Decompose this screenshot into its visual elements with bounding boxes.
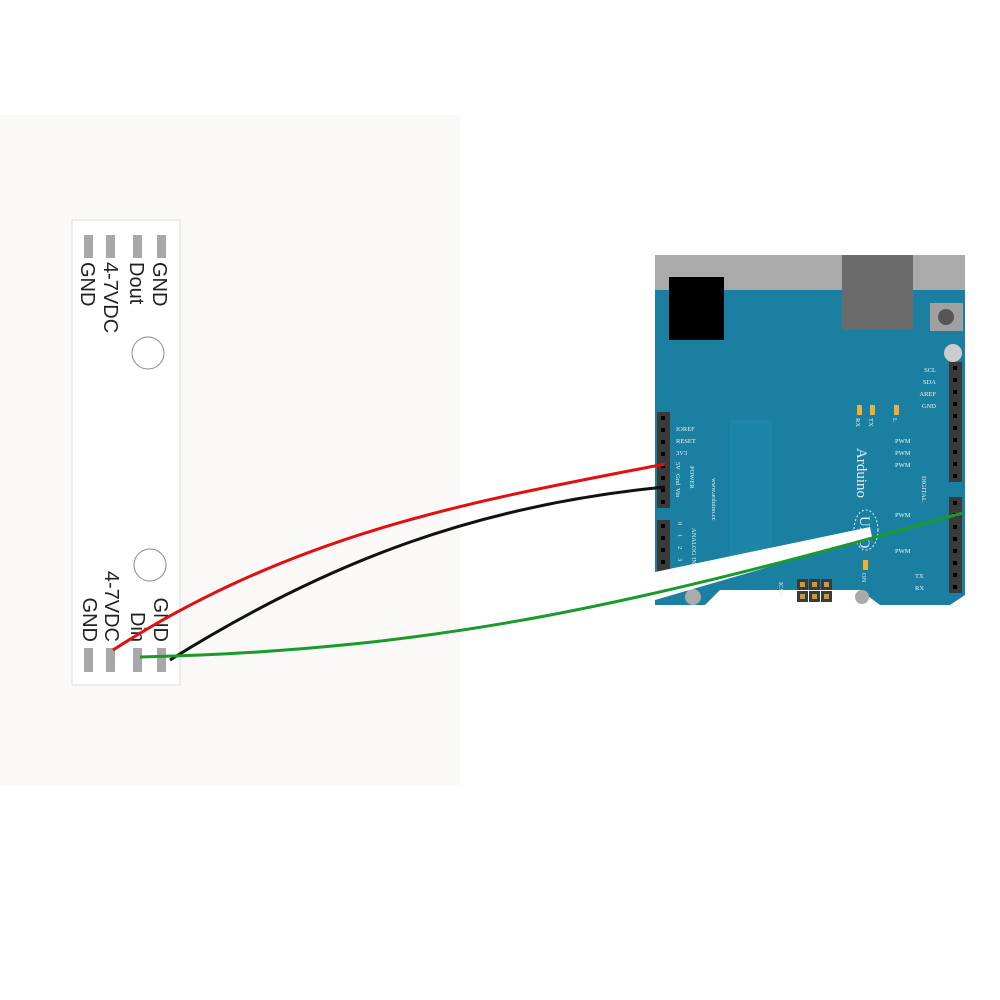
icsp-pin-contact bbox=[824, 582, 829, 587]
pin-hole bbox=[661, 524, 665, 528]
pwm-label-6: PWM bbox=[895, 512, 911, 519]
bottom-label-vdc: 4-7VDC bbox=[100, 571, 122, 642]
pin-label-ioref: IOREF bbox=[676, 426, 695, 433]
pin-label-sda: SDA bbox=[923, 379, 936, 386]
pin-hole bbox=[953, 378, 957, 382]
pin-label-scl: SCL bbox=[924, 367, 936, 374]
pin-hole bbox=[661, 488, 665, 492]
top-label-gnd-1: GND bbox=[76, 262, 98, 306]
rx-label: RX bbox=[915, 585, 924, 592]
on-label: ON bbox=[860, 573, 867, 583]
brand-label: Arduino bbox=[853, 448, 869, 498]
pwm-label-11: PWM bbox=[895, 438, 911, 445]
top-pads bbox=[84, 235, 166, 258]
pin-label-aref: AREF bbox=[919, 391, 936, 398]
digital-header-low[interactable] bbox=[949, 497, 962, 593]
leds bbox=[857, 405, 899, 570]
top-label-dout: Dout bbox=[125, 262, 147, 305]
bottom-label-gnd-2: GND bbox=[149, 598, 171, 642]
icsp-pin-contact bbox=[812, 594, 817, 599]
top-label-gnd-2: GND bbox=[148, 262, 170, 306]
led-2 bbox=[133, 548, 167, 582]
bottom-pads bbox=[84, 648, 166, 672]
pin-hole bbox=[661, 548, 665, 552]
pin-label-3v3: 3V3 bbox=[676, 450, 687, 457]
pin-hole bbox=[953, 402, 957, 406]
pin-hole bbox=[661, 536, 665, 540]
canvas-area bbox=[0, 115, 460, 785]
pin-hole bbox=[953, 549, 957, 553]
analog-pin-1: 1 bbox=[676, 534, 683, 537]
pin-hole bbox=[953, 474, 957, 478]
pwm-label-10: PWM bbox=[895, 450, 911, 457]
led-label-rx: RX bbox=[854, 418, 861, 427]
reset-button[interactable] bbox=[930, 303, 963, 331]
led-strip[interactable]: GND 4-7VDC Dout GND GND 4-7VDC Din GND bbox=[71, 219, 181, 686]
wire-data[interactable] bbox=[139, 511, 964, 659]
analog-label: ANALOG IN bbox=[690, 528, 697, 564]
power-jack bbox=[669, 277, 724, 340]
power-label: POWER bbox=[688, 466, 695, 489]
analog-pin-0: 0 bbox=[676, 522, 683, 525]
arduino-uno[interactable]: IOREF RESET 3V3 5V Gnd Vin POWER www.ard… bbox=[655, 255, 965, 605]
power-header[interactable] bbox=[657, 412, 670, 508]
pin-hole bbox=[953, 501, 957, 505]
pin-hole bbox=[953, 426, 957, 430]
pin-label-reset: RESET bbox=[676, 438, 696, 445]
pwm-label-3: PWM bbox=[895, 548, 911, 555]
usb-port bbox=[842, 255, 913, 330]
pin-hole bbox=[661, 500, 665, 504]
pin-hole bbox=[661, 560, 665, 564]
pin-hole bbox=[953, 561, 957, 565]
pin-hole bbox=[953, 366, 957, 370]
bottom-label-din: Din bbox=[126, 612, 148, 642]
pin-hole bbox=[953, 450, 957, 454]
pin-hole bbox=[953, 438, 957, 442]
icsp-label: ICSP bbox=[777, 582, 784, 596]
digital-label: DIGITAL bbox=[920, 476, 927, 502]
pin-hole bbox=[661, 416, 665, 420]
pin-hole bbox=[661, 452, 665, 456]
pin-label-5v: 5V bbox=[674, 462, 681, 470]
analog-pin-2: 2 bbox=[676, 546, 683, 549]
url-label: www.arduino.cc bbox=[710, 478, 717, 521]
icsp-header bbox=[797, 579, 832, 602]
pin-hole bbox=[953, 390, 957, 394]
pin-hole bbox=[661, 440, 665, 444]
pin-label-gnd: Gnd bbox=[674, 474, 681, 486]
bottom-label-gnd-1: GND bbox=[78, 598, 100, 642]
pin-hole bbox=[953, 414, 957, 418]
icsp-pin-contact bbox=[800, 582, 805, 587]
icsp-pin-contact bbox=[824, 594, 829, 599]
digital-header-high[interactable] bbox=[949, 362, 962, 482]
pin-hole bbox=[953, 573, 957, 577]
pin-hole bbox=[953, 525, 957, 529]
wire-5v[interactable] bbox=[112, 462, 666, 652]
wire-gnd[interactable] bbox=[169, 485, 666, 662]
tx-label: TX bbox=[915, 573, 924, 580]
icsp-pin-contact bbox=[800, 594, 805, 599]
top-label-vdc: 4-7VDC bbox=[99, 262, 121, 333]
analog-pin-3: 3 bbox=[676, 558, 683, 561]
pin-hole bbox=[661, 464, 665, 468]
led-label-l: L bbox=[891, 418, 898, 422]
pin-label-vin: Vin bbox=[674, 488, 681, 498]
pin-hole bbox=[953, 585, 957, 589]
pin-label-gnd-top: GND bbox=[922, 403, 936, 410]
icsp-pin-contact bbox=[812, 582, 817, 587]
pin-hole bbox=[661, 476, 665, 480]
pin-hole bbox=[953, 462, 957, 466]
pwm-label-9: PWM bbox=[895, 462, 911, 469]
led-label-tx: TX bbox=[867, 418, 874, 427]
led-1 bbox=[131, 336, 165, 370]
pin-hole bbox=[661, 428, 665, 432]
pin-hole bbox=[953, 537, 957, 541]
